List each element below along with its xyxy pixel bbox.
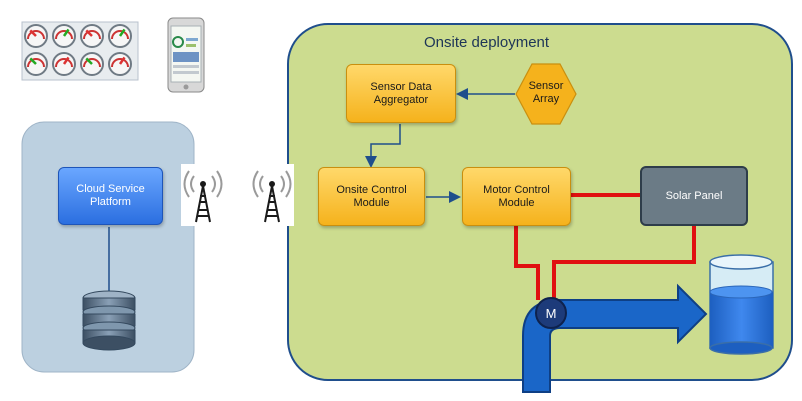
- gauge-arc: [27, 30, 45, 40]
- solar-panel-node: Solar Panel: [640, 166, 748, 226]
- water-tank-icon: [709, 254, 774, 355]
- gauge-dashboard-icon: [21, 21, 139, 81]
- power-line-motorctl-motor: [514, 226, 540, 300]
- motor-circle: [535, 297, 567, 329]
- onsite-control-module-node: Onsite Control Module: [318, 167, 425, 226]
- gauge-arc: [83, 58, 101, 68]
- gauge-arc: [83, 30, 101, 40]
- smartphone-icon: [167, 17, 205, 93]
- gauge-needle: [62, 28, 70, 37]
- gauge-needle: [85, 57, 93, 65]
- gauge-needle: [62, 56, 70, 65]
- gauge-needle: [29, 29, 37, 37]
- gauge-arc: [111, 30, 129, 40]
- motor-label: M: [546, 306, 557, 321]
- sensor-array-hexagon: [515, 63, 577, 125]
- power-line-solar-motor: [552, 226, 696, 300]
- gauge-needle: [118, 56, 126, 65]
- gauge-arc: [55, 30, 73, 40]
- sensor-array-label: Sensor Array: [528, 80, 564, 105]
- radio-tower-icon-right: [250, 164, 294, 226]
- radio-tower-icon-left: [181, 164, 225, 226]
- gauge-arc: [27, 58, 45, 68]
- sensor-data-aggregator-node: Sensor Data Aggregator: [346, 64, 456, 123]
- onsite-deployment-title: Onsite deployment: [424, 34, 550, 51]
- cloud-service-platform-node: Cloud Service Platform: [58, 167, 163, 225]
- database-icon: [82, 290, 136, 351]
- gauge-needle: [85, 29, 93, 37]
- gauge-arc: [111, 58, 129, 68]
- gauge-arc: [55, 58, 73, 68]
- water-pipe: [522, 283, 708, 393]
- arrow-aggregator-to-onsite: [365, 124, 401, 168]
- gauge-needle: [118, 28, 126, 37]
- motor-control-module-node: Motor Control Module: [462, 167, 571, 226]
- gauge-needle: [29, 57, 37, 65]
